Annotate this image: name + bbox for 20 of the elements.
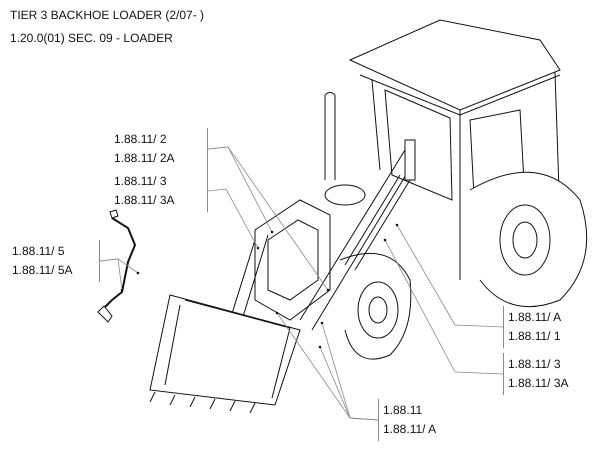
part-number: 1.88.11 <box>383 402 424 419</box>
part-number: 1.88.11/ A <box>508 309 562 326</box>
leader-line <box>396 224 504 328</box>
part-number: 1.88.11/ 3 <box>114 173 168 190</box>
part-number: 1.88.11/ 3 <box>508 356 562 373</box>
part-number: 1.88.11/ 3A <box>114 192 176 209</box>
leader-line <box>208 146 330 292</box>
leader-line <box>208 188 260 250</box>
leader-line <box>384 238 504 374</box>
part-number: 1.88.11/ 5 <box>12 243 66 260</box>
leader-line <box>276 312 378 420</box>
part-number: 1.88.11/ 2A <box>114 150 176 167</box>
part-number: 1.88.11/ 5A <box>12 262 74 279</box>
part-number: 1.88.11/ 1 <box>508 328 562 345</box>
section-label: 1.20.0(01) SEC. 09 - LOADER <box>10 31 173 45</box>
part-number: 1.88.11/ A <box>383 421 438 438</box>
diagram-title: TIER 3 BACKHOE LOADER (2/07- ) <box>10 8 204 22</box>
part-number: 1.88.11/ 2 <box>114 131 168 148</box>
part-number: 1.88.11/ 3A <box>508 375 570 392</box>
leader-line <box>100 258 140 274</box>
